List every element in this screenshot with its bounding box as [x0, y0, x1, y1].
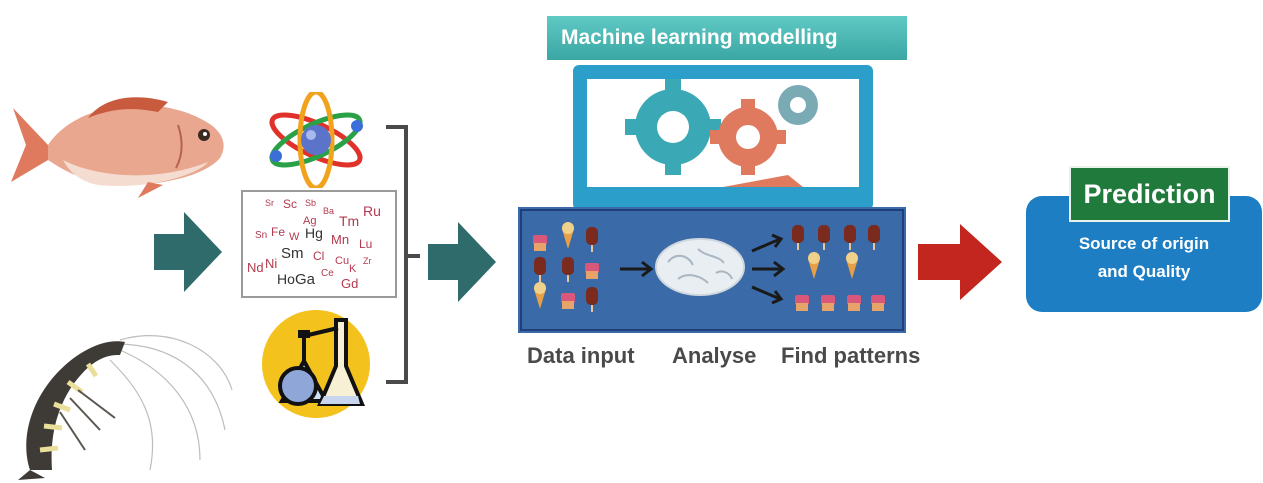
element-symbol: Hg [305, 225, 323, 241]
prediction-line: Source of origin [1078, 234, 1210, 253]
element-symbol: Ho [277, 271, 295, 287]
element-symbol: Cl [313, 249, 324, 263]
monitor-gears-graphic [573, 65, 873, 210]
gear-icon [625, 79, 721, 175]
fish-image [11, 97, 224, 198]
gear-icon [710, 99, 786, 175]
step-analyse: Analyse [672, 343, 757, 368]
brain-icon [655, 238, 745, 296]
element-symbol: Sn [255, 230, 267, 241]
element-symbol: Ag [303, 215, 316, 227]
element-symbol: Ru [363, 203, 381, 219]
element-symbol: Sc [283, 197, 297, 211]
element-symbol: Mn [331, 232, 349, 247]
input-arrow [154, 212, 222, 292]
element-symbol: Ni [265, 256, 277, 271]
lab-flasks-icon [262, 310, 370, 418]
element-symbol: Sr [265, 198, 274, 208]
prediction-line: and Quality [1097, 262, 1191, 281]
element-symbol: Nd [247, 260, 264, 275]
to-model-arrow [428, 222, 496, 302]
prediction-arrow [918, 224, 1002, 300]
element-symbol: W [289, 231, 300, 243]
element-symbol: K [349, 263, 357, 275]
step-find-patterns: Find patterns [781, 343, 921, 368]
element-symbol: Ba [323, 206, 334, 216]
element-symbol: Ce [321, 268, 334, 279]
data-analysis-panel [518, 207, 906, 333]
gear-icon [778, 85, 818, 125]
grouping-bracket [386, 125, 420, 384]
atom-icon [269, 92, 363, 188]
prediction-title: Prediction [1069, 166, 1230, 222]
elements-cloud-graphic: Sr Sc Sb Tm Ru Fe Sn W Hg Mn Lu Nd Ni Sm… [247, 197, 381, 291]
element-symbol: Sm [281, 245, 304, 262]
element-symbol: Gd [341, 276, 358, 291]
element-symbol: Cu [335, 255, 349, 267]
shrimp-image [18, 335, 233, 480]
element-symbol: Zr [363, 256, 372, 266]
prediction-description: Source of origin and Quality [1026, 230, 1262, 286]
element-symbol: Fe [271, 225, 285, 239]
ml-modelling-banner: Machine learning modelling [547, 16, 907, 60]
elements-word-cloud: Sr Sc Sb Tm Ru Fe Sn W Hg Mn Lu Nd Ni Sm… [241, 190, 397, 298]
element-symbol: Ga [295, 271, 316, 288]
step-data-input: Data input [527, 343, 635, 368]
element-symbol: Tm [339, 213, 359, 229]
element-symbol: Lu [359, 237, 372, 251]
element-symbol: Sb [305, 198, 316, 208]
